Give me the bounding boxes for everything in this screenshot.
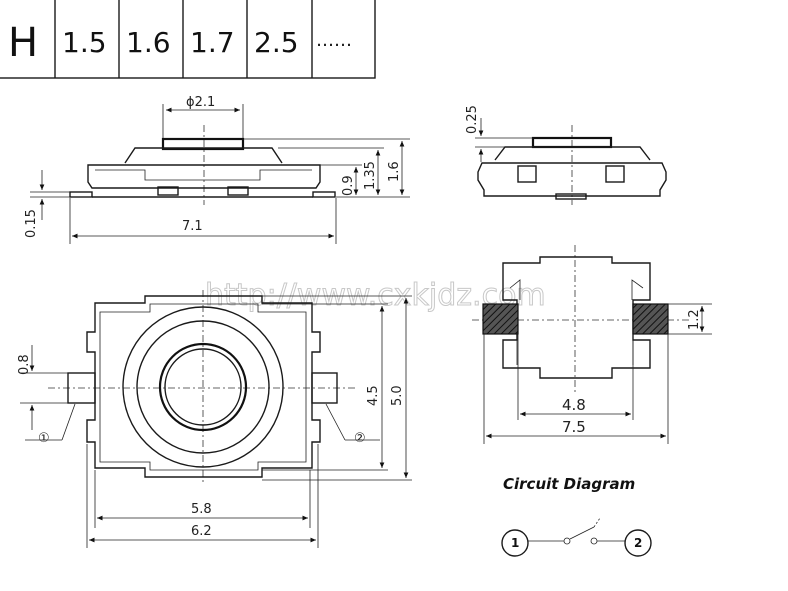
actuator-outer [158, 342, 248, 432]
pad-view: 1.2 4.8 7.5 [472, 245, 712, 444]
dim-width: 7.1 [182, 219, 203, 234]
cap-outline [124, 147, 283, 164]
lead-right [311, 372, 338, 404]
footprint-detail [509, 279, 644, 300]
stem-outline [161, 137, 245, 151]
terminal-tab [555, 193, 587, 200]
outer-ring [122, 306, 284, 468]
dim-overall-width: 7.5 [562, 418, 586, 436]
lead-left [67, 372, 96, 404]
table-cell-value: 2.5 [254, 26, 299, 59]
body-outline [477, 162, 667, 197]
end-view: 0.25 [465, 105, 667, 205]
pin1-leader [61, 403, 76, 441]
dim-inner-width: 5.8 [191, 502, 212, 517]
pin2-leader [325, 403, 346, 441]
dim-pad-width: 1.2 [687, 309, 702, 330]
dim-outer-width: 6.2 [191, 524, 212, 539]
node-2-label: 2 [634, 536, 642, 550]
footprint-outline [502, 256, 651, 379]
table-cell-value: 1.6 [126, 26, 171, 59]
solder-pad-right [632, 303, 669, 335]
pin1-label: ① [38, 431, 50, 446]
node-2-circle [624, 529, 652, 557]
body-outline [87, 164, 321, 189]
table-cell-value: 1.7 [190, 26, 235, 59]
pin2-label: ② [354, 431, 366, 446]
switch-contact [563, 537, 571, 545]
switch-contact [590, 537, 598, 545]
side-window [605, 165, 625, 183]
side-window [517, 165, 537, 183]
dim-stem-height: 0.25 [465, 105, 480, 134]
switch-actuator [593, 517, 601, 528]
actuator-inner [164, 348, 242, 426]
body-outline [86, 295, 321, 478]
body-inner [95, 169, 312, 181]
switch-lever [569, 526, 595, 540]
height-table: H 1.5 1.6 1.7 2.5 …… [0, 0, 376, 79]
middle-ring [136, 320, 270, 454]
terminal-tab [157, 186, 179, 196]
top-view: 0.8 ① ② 4.5 5.0 5.8 6.2 [17, 290, 412, 548]
dim-height2: 1.35 [363, 161, 378, 190]
lead-right [312, 191, 336, 198]
table-cell-value: 1.5 [62, 26, 107, 59]
dim-stem-diameter: ϕ2.1 [186, 95, 215, 110]
table-border [0, 0, 376, 79]
cap-outline [494, 146, 651, 161]
table-header-label: H [8, 20, 38, 66]
lead-left [69, 191, 93, 198]
node-1-label: 1 [511, 536, 519, 550]
side-view: ϕ2.1 0.9 1.35 1.6 0.15 7.1 [24, 95, 410, 244]
dim-pad-spacing: 4.8 [562, 396, 586, 414]
dim-inner-height: 4.5 [366, 385, 381, 406]
dim-height: 1.6 [387, 161, 402, 182]
dim-outer-height: 5.0 [390, 385, 405, 406]
solder-pad-left [482, 303, 519, 335]
terminal-tab [227, 186, 249, 196]
body-inner [99, 303, 307, 471]
dim-lead-width: 0.8 [17, 354, 32, 375]
node-1-circle [501, 529, 529, 557]
table-cell-value: …… [316, 30, 352, 51]
circuit-diagram: Circuit Diagram 1 2 [501, 475, 652, 557]
dim-height3: 0.9 [341, 175, 356, 196]
dim-lead-thickness: 0.15 [24, 209, 39, 238]
circuit-title: Circuit Diagram [503, 475, 635, 493]
